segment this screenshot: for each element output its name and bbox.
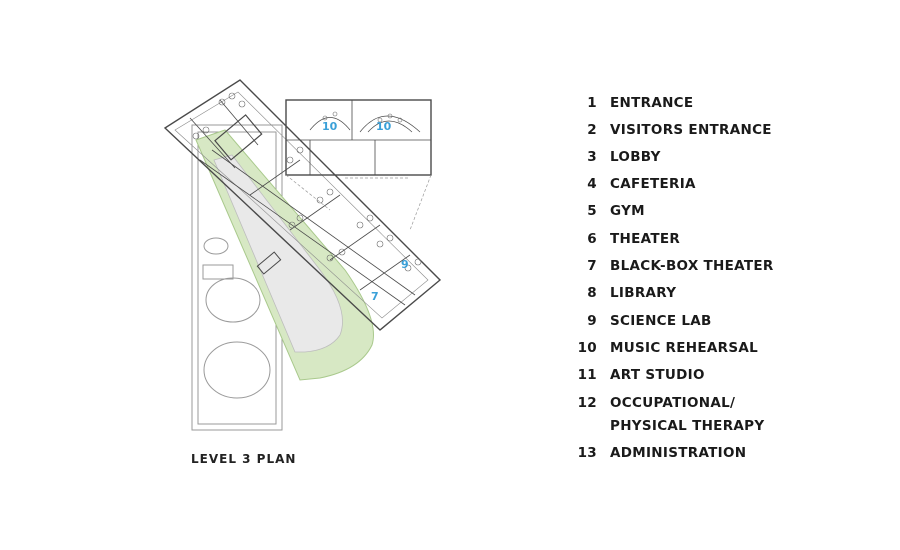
plan-caption: LEVEL 3 PLAN [191, 452, 297, 466]
legend-label: LOBBY [610, 149, 661, 165]
legend-label: OCCUPATIONAL/ PHYSICAL THERAPY [610, 395, 765, 434]
legend-number: 12 [577, 395, 597, 411]
legend-label: CAFETERIA [610, 176, 696, 192]
legend-number: 8 [587, 285, 597, 301]
legend-label: GYM [610, 203, 645, 219]
room-label-music-b: 10 [376, 120, 392, 133]
legend-label: ENTRANCE [610, 95, 694, 111]
legend-number: 7 [587, 258, 597, 274]
legend-label: ART STUDIO [610, 367, 705, 383]
legend-number: 10 [577, 340, 597, 356]
roof-outline [191, 124, 283, 431]
legend-number: 9 [587, 313, 597, 329]
legend-number: 13 [577, 445, 597, 461]
garden-area [195, 129, 374, 381]
legend-number: 3 [587, 149, 597, 165]
room-label-blackbox: 7 [371, 290, 379, 303]
legend-number: 4 [587, 176, 597, 192]
legend-number: 1 [587, 95, 597, 111]
legend-label: LIBRARY [610, 285, 677, 301]
furniture [192, 92, 422, 272]
main-wing [163, 79, 442, 331]
legend-number: 6 [587, 231, 597, 247]
legend-number: 11 [577, 367, 597, 383]
legend-label: VISITORS ENTRANCE [610, 122, 772, 138]
legend-number: 2 [587, 122, 597, 138]
legend-label: THEATER [610, 231, 681, 247]
legend-label: ADMINISTRATION [610, 445, 747, 461]
room-label-music-a: 10 [322, 120, 338, 133]
legend-label: BLACK-BOX THEATER [610, 258, 774, 274]
music-block [285, 99, 432, 231]
legend-label: SCIENCE LAB [610, 313, 712, 329]
legend-number: 5 [587, 203, 597, 219]
legend-label: MUSIC REHEARSAL [610, 340, 759, 356]
room-label-science: 9 [401, 258, 409, 271]
